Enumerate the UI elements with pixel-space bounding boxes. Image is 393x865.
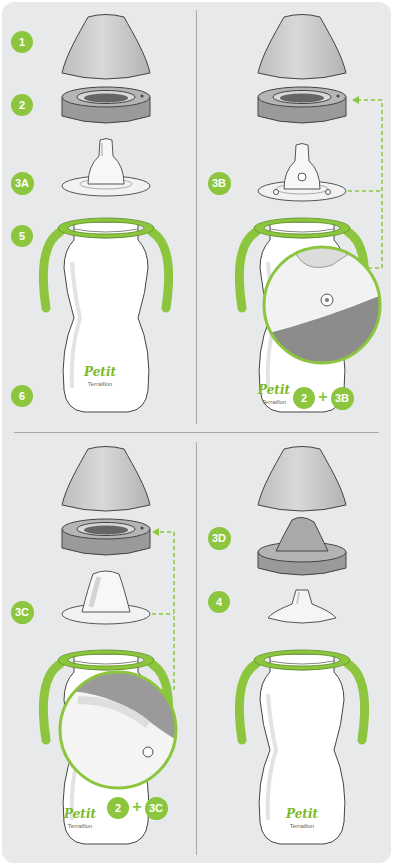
- callout-number: 6: [11, 385, 33, 407]
- callout-number: 3B: [208, 172, 231, 195]
- brand-logo: Petit: [258, 383, 290, 397]
- dashed-leader: [152, 532, 174, 690]
- leader-arrowhead: [152, 528, 159, 536]
- callout-number: 2: [11, 94, 33, 116]
- callout-number: 3B: [331, 387, 354, 410]
- brand-subtitle: Terraillon: [290, 823, 314, 829]
- callout-label: 2: [115, 803, 121, 814]
- callout-label: 3B: [212, 178, 226, 189]
- callout-number: 3C: [145, 797, 168, 820]
- callout-label: 2: [301, 393, 307, 404]
- callout-label: 1: [19, 37, 25, 48]
- callout-label: 5: [19, 231, 25, 242]
- callout-label: 2: [19, 100, 25, 111]
- callout-label: 3C: [15, 607, 29, 618]
- callout-label: 3D: [212, 533, 226, 544]
- divider: [196, 10, 197, 424]
- callout-number: 1: [11, 31, 33, 53]
- callout-number: 3C: [11, 601, 34, 624]
- callout-label: 3B: [335, 393, 349, 404]
- plus-sign: +: [132, 798, 141, 816]
- brand-logo: Petit: [64, 807, 96, 821]
- callout-label: 6: [19, 391, 25, 402]
- divider: [14, 432, 379, 433]
- brand-subtitle: Terraillon: [68, 823, 92, 829]
- dashed-leader: [348, 100, 382, 268]
- callout-number: 3D: [208, 527, 231, 550]
- leader-arrowhead: [352, 96, 359, 104]
- brand-subtitle: Terraillon: [88, 381, 112, 387]
- exploded-bottle: [43, 15, 168, 413]
- callout-label: 3A: [15, 178, 29, 189]
- brand-subtitle: Terraillon: [262, 399, 286, 405]
- callout-number: 2: [293, 387, 315, 409]
- magnifier-detail: [58, 670, 178, 790]
- brand-logo: Petit: [286, 807, 318, 821]
- callout-number: 2: [107, 797, 129, 819]
- magnifier-detail: [262, 245, 382, 365]
- exploded-bottle: [239, 447, 364, 845]
- brand-logo: Petit: [84, 365, 116, 379]
- plus-sign: +: [318, 388, 327, 406]
- divider: [196, 442, 197, 855]
- callout-number: 4: [208, 591, 230, 613]
- callout-number: 5: [11, 225, 33, 247]
- callout-label: 3C: [149, 803, 163, 814]
- callout-label: 4: [216, 597, 222, 608]
- callout-number: 3A: [11, 172, 34, 195]
